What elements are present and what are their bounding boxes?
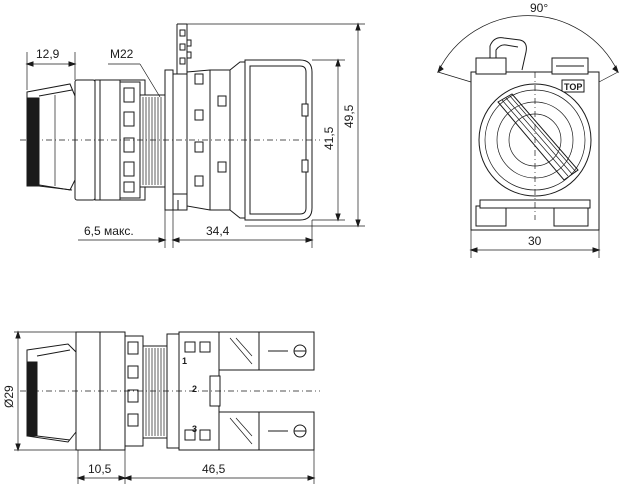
dim-knob-length: 12,9 <box>36 47 60 61</box>
side-dimensions <box>25 22 365 248</box>
dim-total-height: 49,5 <box>342 104 356 128</box>
bottom-contacts <box>178 331 315 451</box>
contact-number-1: 1 <box>182 356 187 366</box>
front-top-badge <box>561 79 585 93</box>
front-top-label: TOP <box>564 82 582 92</box>
dim-body-height: 41,5 <box>322 126 336 150</box>
dim-panel-max: 6,5 макс. <box>84 224 134 238</box>
bottom-view: 1 2 3 Ø29 10,5 46,5 <box>2 330 320 484</box>
front-angle-arc <box>437 15 619 73</box>
dim-thread: M22 <box>110 47 134 61</box>
front-clip <box>489 37 527 74</box>
dim-front-length: 10,5 <box>88 462 112 476</box>
dim-diameter: Ø29 <box>2 385 16 408</box>
contact-number-2: 2 <box>192 384 197 394</box>
dim-rear-length: 46,5 <box>202 462 226 476</box>
contact-number-3: 3 <box>192 424 197 434</box>
dim-body-length: 34,4 <box>206 224 230 238</box>
side-thread <box>139 94 166 188</box>
front-view: 90° TOP 30 <box>437 1 619 258</box>
dim-front-width: 30 <box>528 234 542 248</box>
dim-angle: 90° <box>530 1 548 15</box>
side-knob <box>26 83 76 191</box>
side-view: 12,9 M22 6,5 макс. 34,4 41,5 49,5 <box>20 22 365 248</box>
side-rear-housing <box>244 59 313 221</box>
